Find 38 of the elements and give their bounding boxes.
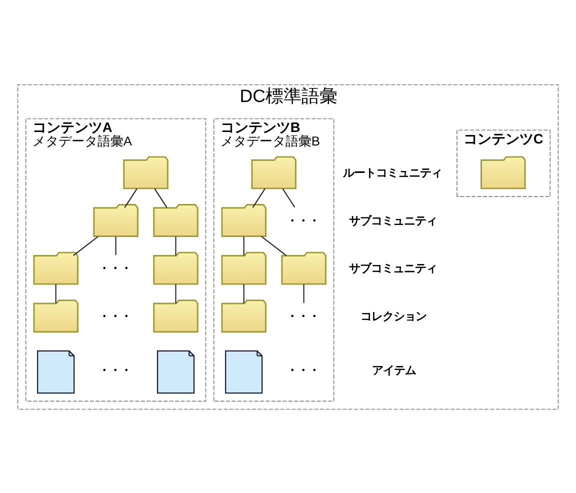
- node-folder: [251, 156, 296, 189]
- cluster: コンテンツC: [456, 129, 551, 196]
- label: アイテム: [372, 364, 416, 377]
- connector: [115, 236, 116, 255]
- connector: [243, 284, 244, 303]
- node-text: ・・・: [286, 310, 320, 322]
- node-text: ・・・: [286, 214, 320, 227]
- connector: [175, 236, 176, 255]
- connector: [252, 188, 266, 208]
- node-folder: [93, 204, 138, 236]
- connector: [175, 284, 176, 303]
- node-folder: [153, 204, 198, 236]
- connector: [261, 236, 287, 256]
- node-text: ・・・: [98, 262, 132, 275]
- label: サブコミュニティ: [348, 214, 437, 227]
- node-folder: [153, 251, 198, 284]
- node-folder: [33, 299, 78, 332]
- node-folder: [123, 156, 168, 189]
- connector: [282, 188, 296, 208]
- connector: [55, 284, 56, 303]
- connector: [124, 188, 138, 208]
- label: コレクション: [360, 310, 427, 322]
- label: ・・・: [286, 364, 320, 377]
- connector: [243, 236, 244, 255]
- connector: [73, 236, 98, 256]
- node-folder: [153, 299, 198, 332]
- node-folder: [33, 251, 78, 284]
- label: サブコミュニティ: [348, 262, 437, 275]
- label: ・・・: [98, 364, 132, 377]
- node-folder: [221, 204, 266, 236]
- node-folder: [480, 156, 526, 189]
- label: ルートコミュニティ: [343, 166, 442, 179]
- connector: [303, 284, 304, 302]
- node-folder: [221, 299, 266, 332]
- node-folder: [221, 251, 266, 284]
- node-folder: [281, 251, 326, 284]
- connector: [154, 188, 168, 208]
- label: ・・・: [98, 310, 132, 322]
